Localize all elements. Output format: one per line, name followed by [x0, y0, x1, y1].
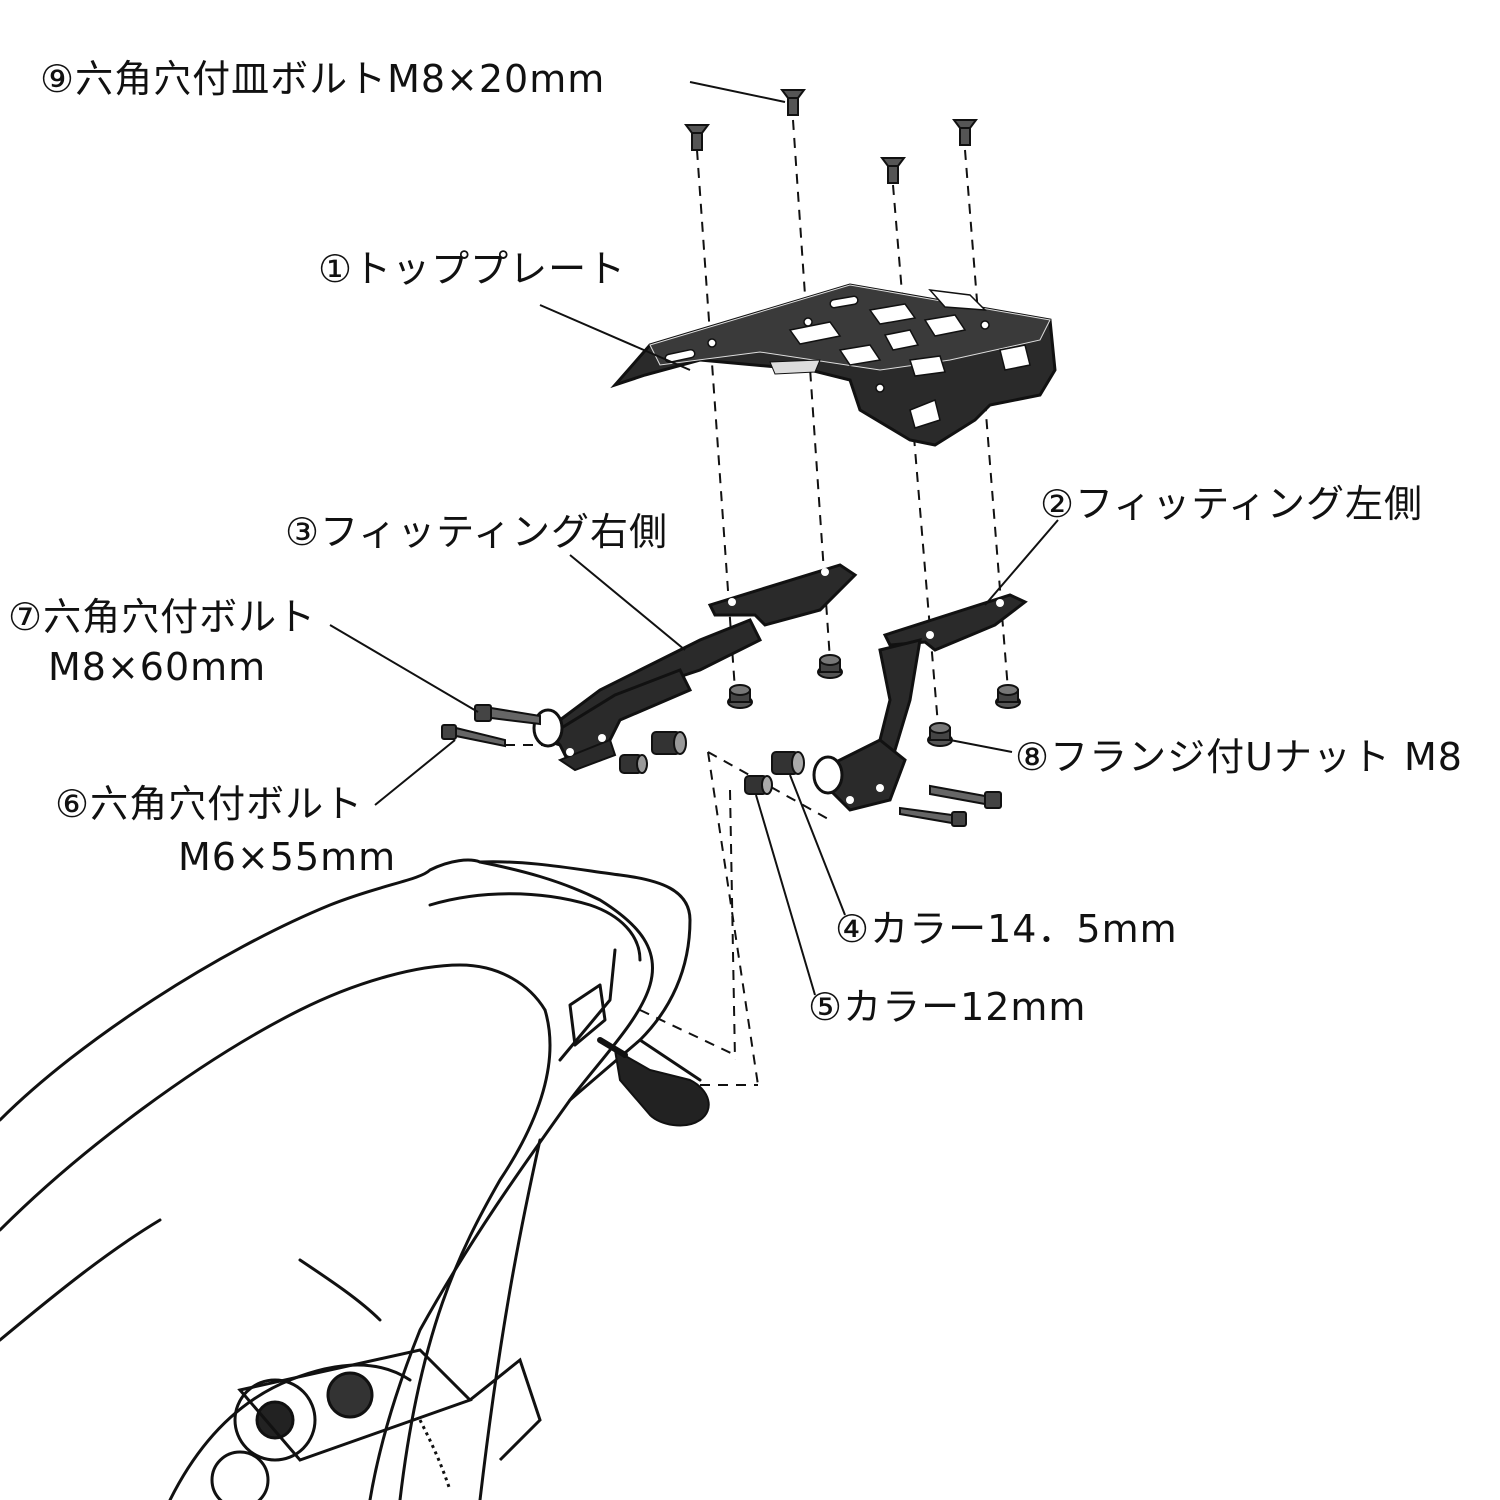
suspension-detail	[210, 1348, 542, 1500]
hex-socket-bolts	[441, 704, 1002, 827]
label-hex-bolt-m8-size: M8×60mm	[48, 645, 267, 689]
label-hex-bolt-m6-size: M6×55mm	[178, 835, 397, 879]
label-flange-nut: ⑧フランジ付Uナット M8	[1015, 735, 1463, 779]
label-hex-bolt-m8: ⑦六角穴付ボルト	[8, 595, 317, 639]
countersunk-bolts	[684, 89, 978, 184]
label-collar-14-5: ④カラー14．5mm	[835, 907, 1178, 951]
label-countersunk-bolt: ⑨六角穴付皿ボルトM8×20mm	[40, 57, 606, 101]
fitting-left	[812, 593, 1028, 812]
motorcycle-rear	[0, 858, 702, 1500]
collars	[619, 731, 805, 795]
label-hex-bolt-m6: ⑥六角穴付ボルト	[55, 782, 364, 826]
turn-signal	[597, 1037, 710, 1127]
label-fitting-left: ②フィッティング左側	[1040, 482, 1424, 526]
label-top-plate: ①トッププレート	[318, 247, 627, 291]
top-plate	[610, 283, 1057, 447]
flange-nuts	[727, 654, 1021, 747]
fitting-right	[532, 563, 858, 772]
leader-lines	[329, 81, 1059, 996]
label-fitting-right: ③フィッティング右側	[285, 510, 669, 554]
label-collar-12: ⑤カラー12mm	[808, 985, 1087, 1029]
